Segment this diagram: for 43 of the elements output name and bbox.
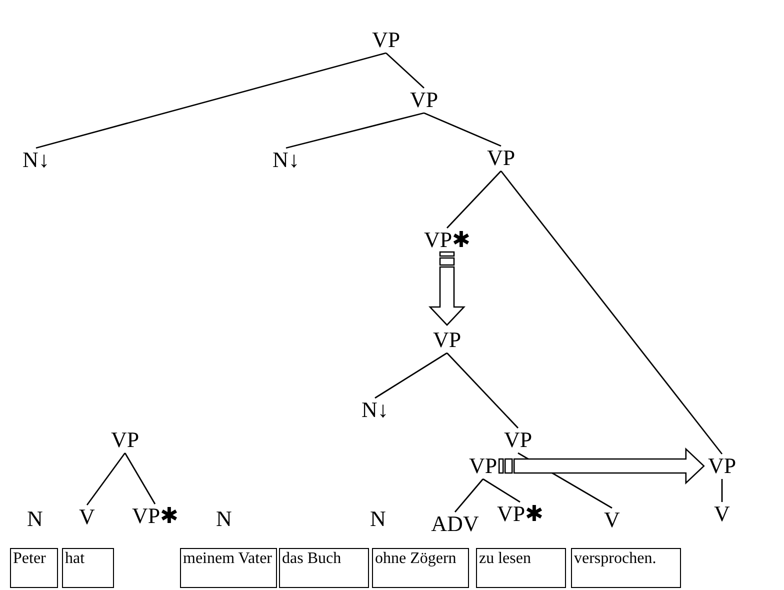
category-label: VP✱ — [424, 229, 470, 251]
category-label: VP — [504, 429, 532, 451]
category-label: VP — [708, 455, 736, 477]
word-box: versprochen. — [571, 548, 681, 588]
category-label: N — [216, 508, 232, 530]
word-box: meinem Vater — [180, 548, 277, 588]
category-label: VP✱ — [132, 505, 178, 527]
category-label: VP — [110, 429, 140, 451]
word-box: ohne Zögern — [372, 548, 469, 588]
category-label: VP — [468, 455, 498, 477]
tree-branch-line — [86, 452, 126, 506]
tree-branch-line — [386, 52, 424, 89]
category-label: ADV — [431, 513, 479, 535]
word-box: Peter — [10, 548, 58, 588]
category-label: VP — [486, 147, 516, 169]
category-label: VP✱ — [496, 503, 544, 525]
category-label: VP — [410, 89, 438, 111]
tree-branch-line — [424, 112, 502, 147]
block-arrow — [428, 251, 466, 326]
word-box: das Buch — [279, 548, 369, 588]
category-label: V — [79, 506, 95, 528]
category-label: N↓ — [22, 149, 50, 171]
tree-branch-line — [446, 352, 518, 428]
category-label: V — [604, 509, 620, 531]
tree-branch-line — [454, 478, 484, 512]
word-box: zu lesen — [476, 548, 566, 588]
tree-branch-line — [482, 478, 520, 503]
block-arrow — [498, 448, 705, 484]
category-label: V — [714, 503, 730, 525]
tree-branch-line — [286, 112, 424, 149]
tree-branch-line — [446, 170, 502, 228]
category-label: N↓ — [362, 399, 388, 421]
category-label: VP — [372, 29, 400, 51]
tree-branch-line — [374, 352, 448, 399]
word-box: hat — [62, 548, 114, 588]
tree-branch-line — [124, 452, 156, 504]
category-label: VP — [432, 329, 462, 351]
tree-branch-line — [36, 52, 386, 149]
category-label: N — [370, 508, 386, 530]
category-label: N — [27, 508, 43, 530]
category-label: N↓ — [272, 149, 300, 171]
tree-branch-line — [721, 479, 723, 502]
tree-branch-line — [500, 170, 723, 454]
